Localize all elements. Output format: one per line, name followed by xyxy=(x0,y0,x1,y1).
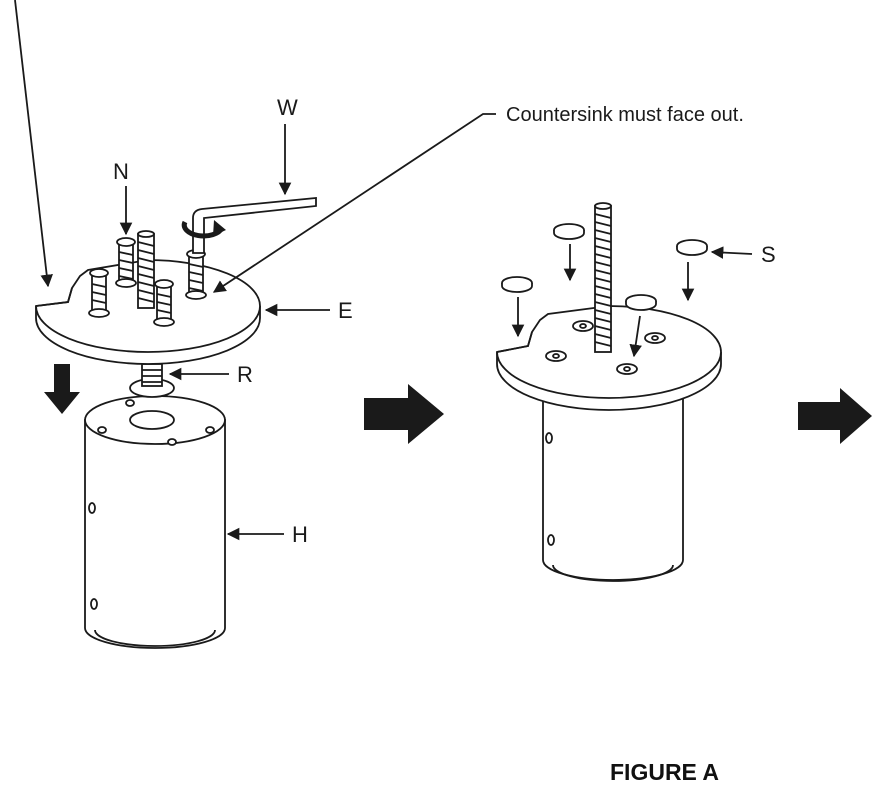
step-arrow-2-icon xyxy=(798,388,872,444)
hex-wrench-w xyxy=(192,197,317,254)
nut-r xyxy=(129,363,175,398)
plate-screws xyxy=(88,230,207,327)
label-n: N xyxy=(113,159,129,184)
label-w: W xyxy=(277,95,298,120)
leader-countersink xyxy=(212,113,496,293)
figure-title: FIGURE A xyxy=(610,759,719,785)
label-s: S xyxy=(761,242,776,267)
right-assembly xyxy=(496,202,722,582)
notch-leader-line xyxy=(14,0,53,288)
left-assembly xyxy=(14,0,317,649)
label-r: R xyxy=(237,362,253,387)
housing-cylinder xyxy=(84,395,226,649)
down-arrow-icon xyxy=(44,364,80,414)
label-h: H xyxy=(292,522,308,547)
countersink-note: Countersink must face out. xyxy=(506,104,744,126)
step-arrow-1-icon xyxy=(364,384,444,444)
leader-s xyxy=(710,246,753,259)
caps-s xyxy=(501,223,708,311)
rotate-arrow-icon xyxy=(181,220,226,239)
label-e: E xyxy=(338,298,353,323)
screw-heads xyxy=(545,320,666,375)
